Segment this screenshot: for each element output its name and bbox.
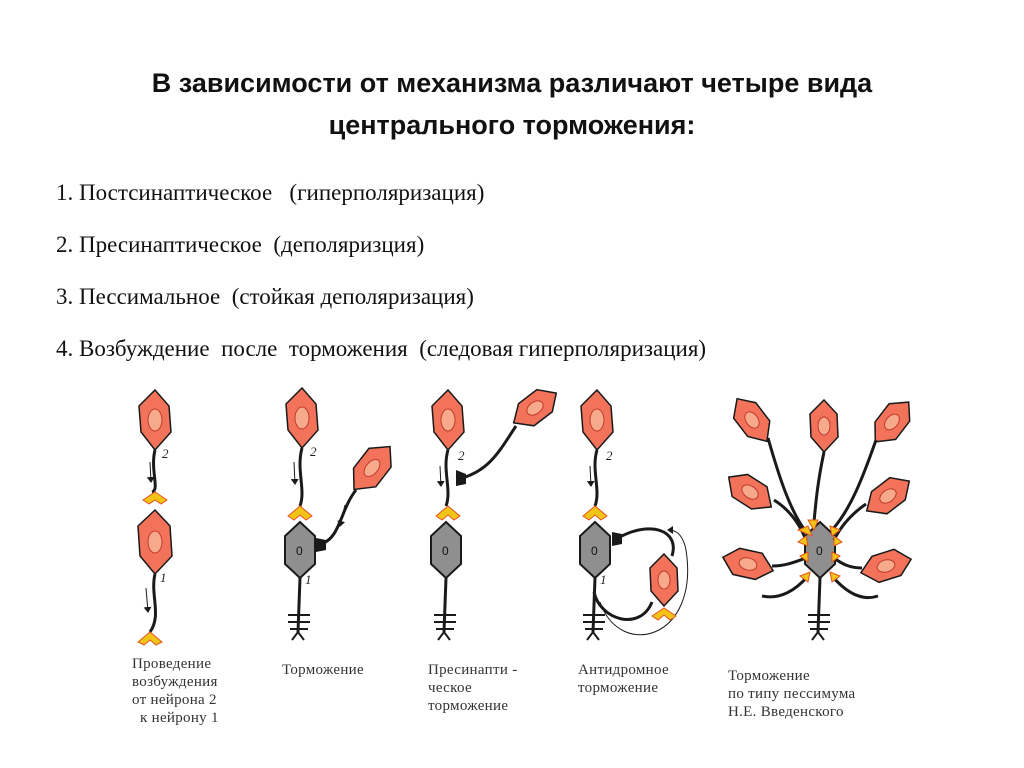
list-item: 4. Возбуждение после торможения (следова… (56, 336, 707, 361)
inhibitory-interneuron (352, 445, 392, 491)
panel-pessimum-inhibition: 0 (721, 397, 913, 641)
title-line-1: В зависимости от механизма различают чет… (151, 68, 873, 98)
neuron-number-label: 1 (160, 570, 167, 585)
list-item: 1. Постсинаптическое (гиперполяризация) (56, 180, 485, 205)
neuron-number-label: 2 (458, 448, 465, 463)
direction-arrow (146, 461, 155, 483)
svg-text:0: 0 (591, 544, 598, 558)
caption-antidromic-line-1: Антидромное (578, 662, 669, 678)
caption-inhibition: Торможение (282, 662, 364, 678)
neuron-diagrams: 2 1 2 0 1 (132, 386, 913, 726)
inhibitory-neuron: 0 (430, 520, 462, 580)
excitatory-neuron (859, 548, 913, 584)
caption-conduction-line-3: от нейрона 2 (132, 692, 217, 708)
caption-pessimum-line-3: Н.Е. Введенского (728, 704, 844, 720)
excitatory-neuron (809, 398, 839, 454)
caption-presynaptic-line-1: Пресинапти - (428, 662, 518, 678)
neuron-number-label: 1 (600, 572, 607, 587)
excitatory-neuron (431, 388, 465, 452)
svg-text:0: 0 (816, 544, 823, 558)
panel-postsynaptic-inhibition: 2 0 1 (284, 386, 392, 641)
excitatory-neuron (721, 547, 775, 581)
neuron-number-label: 2 (162, 446, 169, 461)
synapse-terminals (796, 519, 843, 583)
inhibitory-neuron: 0 (284, 520, 316, 580)
excitatory-neuron (727, 473, 773, 510)
caption-conduction-line-4: к нейрону 1 (140, 710, 219, 726)
axon-line (148, 573, 158, 633)
svg-text:0: 0 (296, 544, 303, 558)
excitatory-neuron (285, 386, 319, 450)
inhibitory-neuron: 0 (579, 520, 611, 580)
inhibitory-interneuron (512, 388, 558, 427)
title-line-2: центрального торможения: (328, 110, 696, 140)
panel-conduction: 2 1 (137, 388, 173, 646)
excitatory-neuron (580, 388, 614, 452)
slide-title: В зависимости от механизма различают чет… (60, 62, 964, 146)
list-item: 3. Пессимальное (стойкая деполяризация) (56, 284, 474, 309)
neuron-number-label: 2 (310, 444, 317, 459)
axon-line (151, 449, 157, 494)
excitatory-neuron (865, 476, 911, 515)
list-item: 2. Пресинаптическое (деполяризция) (56, 232, 425, 257)
synapse-terminal (137, 631, 163, 646)
renshaw-cell (649, 552, 679, 608)
caption-conduction-line-2: возбуждения (132, 674, 218, 690)
excitatory-neuron (138, 388, 172, 452)
caption-antidromic-line-2: торможение (578, 680, 658, 696)
panel-antidromic-inhibition: 2 0 1 (579, 388, 689, 641)
caption-presynaptic-line-3: торможение (428, 698, 508, 714)
caption-pessimum-line-1: Торможение (728, 668, 810, 684)
direction-arrow (143, 587, 152, 613)
caption-conduction-line-1: Проведение (132, 656, 211, 672)
synapse-terminal (142, 491, 168, 505)
neuron-number-label: 2 (606, 448, 613, 463)
panel-presynaptic-inhibition: 2 0 (430, 388, 558, 641)
excitatory-neuron (732, 397, 771, 443)
caption-pessimum-line-2: по типу пессимума (728, 686, 856, 702)
inhibition-types-list: 1. Постсинаптическое (гиперполяризация) … (56, 176, 976, 384)
excitatory-neuron (137, 508, 173, 576)
excitatory-neuron (874, 401, 911, 443)
caption-presynaptic-line-2: ческое (428, 680, 472, 696)
neuron-number-label: 1 (305, 572, 312, 587)
svg-text:0: 0 (442, 544, 449, 558)
